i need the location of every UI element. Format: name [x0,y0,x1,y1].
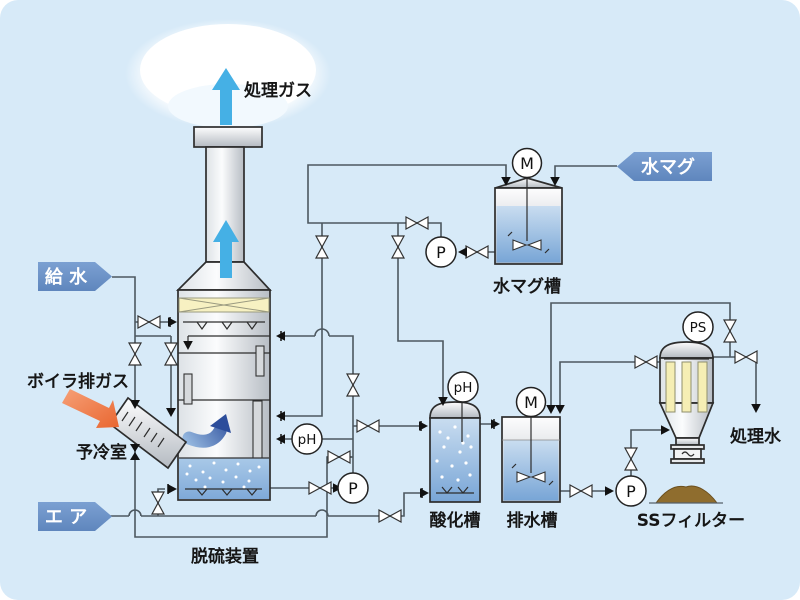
svg-text:M: M [524,393,538,412]
svg-text:P: P [626,482,636,501]
svg-text:P: P [348,479,358,498]
treated-gas-arrow [212,68,240,125]
gas-turn-arrowhead [210,414,231,433]
valve-icon [624,447,638,471]
boiler-exhaust-gas-label: ボイラ排ガス [27,371,129,392]
duct-nozzle-icon [166,408,176,417]
water-mag-tank [494,177,563,265]
boiler-gas-arrow [62,389,119,428]
valve-icon [356,419,380,433]
scrubber-stack [175,126,272,291]
filter-element [681,361,692,413]
valve-icon [405,216,429,230]
gas-turn-arrow [182,424,227,448]
pump-indicator: P [425,236,457,268]
scrubber-sump [179,457,269,499]
duct-drain-valve-icon [130,444,140,460]
air-badge: エ ア [38,502,112,531]
gas-flow-arrow [213,220,239,278]
precooling-chamber-label: 予冷室 [76,442,127,463]
svg-text:エ ア: エ ア [45,507,87,528]
valve-icon [315,235,329,259]
agitator-icon [511,463,554,486]
oxidation-tank [429,401,481,503]
oxidation-tank-label: 酸化槽 [430,510,481,531]
svg-text:給 水: 給 水 [45,266,88,288]
instruments: M M P P P pH pH PS [291,147,714,507]
valve-icon [634,355,658,369]
valve-icon [569,484,593,498]
svg-text:pH: pH [298,432,317,448]
valve-icon [465,245,489,259]
svg-text:M: M [520,154,534,173]
feed-water-badge: 給 水 [38,262,112,291]
sludge-pile [649,485,723,504]
motor-indicator: M [515,386,547,418]
treated-gas-label: 処理ガス [243,81,312,101]
valve-icon [137,315,161,329]
svg-text:水マグ: 水マグ [641,156,695,178]
agitator-icon [507,231,550,254]
valve-icon [151,491,165,515]
ss-filter-label: SSフィルター [637,511,745,531]
duct-nozzle-icon [130,400,140,409]
pump-indicator: P [337,472,369,504]
water-mag-tank-label: 水マグ槽 [493,276,561,297]
drain-tank [501,416,561,503]
valve-icon [723,319,737,343]
scrubber-tower [177,220,271,501]
valve-icon [378,509,402,523]
filter-element [665,361,676,413]
valve-icon [128,342,142,366]
demister-pad [178,297,270,313]
ps-indicator: PS [682,311,714,343]
ph-indicator: pH [447,371,479,403]
svg-text:PS: PS [690,320,707,336]
svg-text:pH: pH [454,380,473,396]
ph-indicator: pH [291,423,323,455]
valve-icon [346,373,360,397]
ss-filter [658,341,715,464]
drain-tank-label: 排水槽 [507,510,558,531]
valve-icon [327,450,351,464]
svg-text:P: P [436,243,446,262]
valve-icon [391,235,405,259]
desulfurization-unit-label: 脱硫装置 [191,546,259,567]
valve-icon [164,342,178,366]
water-mag-badge: 水マグ [617,152,712,181]
valve-icon [308,481,332,495]
motor-indicator: M [511,147,543,179]
treated-water-label: 処理水 [729,426,782,447]
filter-element [697,361,708,413]
pump-indicator: P [615,475,647,507]
valve-icon [734,350,758,364]
